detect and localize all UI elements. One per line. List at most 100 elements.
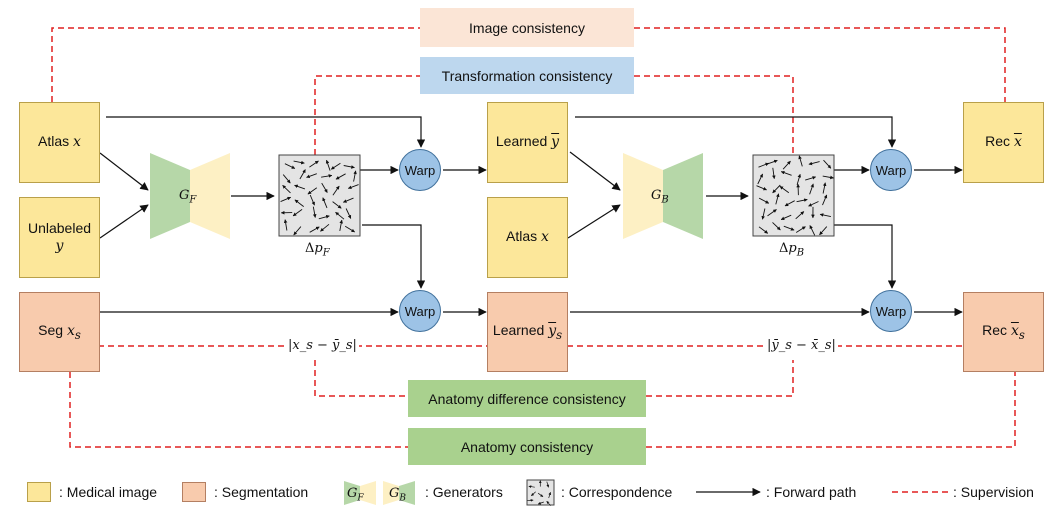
image-consistency-banner: Image consistency (420, 8, 634, 47)
legend-medical-swatch (27, 482, 51, 502)
transformation-consistency-label: Transformation consistency (441, 67, 613, 84)
learned-ys-text: Learned (492, 321, 549, 338)
vector-arrow (784, 200, 795, 207)
vector-arrow (758, 162, 770, 168)
vector-arrow (795, 226, 806, 233)
vector-arrow (299, 169, 306, 180)
vector-arrow (321, 174, 333, 178)
image-consistency-line-left (51, 27, 420, 102)
legend-seg-swatch (182, 482, 206, 502)
vector-arrow (335, 211, 345, 220)
vector-field-arrows-forward (280, 159, 359, 236)
legend-gen-f-label: GF (347, 486, 364, 504)
vector-arrow (294, 184, 306, 190)
field-backward-label: ΔpB (779, 241, 805, 259)
vector-arrow (780, 170, 792, 176)
vector-arrow (322, 197, 328, 209)
vector-arrow (325, 159, 331, 171)
vector-arrow (528, 485, 535, 489)
vector-arrow (320, 223, 330, 232)
vector-arrow (309, 160, 319, 168)
vector-arrow (775, 193, 780, 205)
anatomy-consistency-banner: Anatomy consistency (408, 428, 646, 465)
loss-left-label: |x_s − ȳ_s| (286, 338, 359, 353)
unlabeled-var: y (55, 237, 64, 254)
vector-arrow (808, 201, 819, 207)
anatomy-difference-label: Anatomy difference consistency (428, 390, 626, 407)
learned-ys-node: Learned ys (487, 292, 568, 372)
vector-arrow (782, 160, 791, 170)
seg-sub: s (74, 327, 81, 342)
vector-arrow (780, 214, 792, 221)
vector-arrow (758, 197, 770, 204)
learned-ys-sub: s (556, 327, 563, 342)
unlabeled-text: Unlabeled (27, 220, 92, 236)
vector-arrow (344, 225, 356, 233)
legend-graphics (344, 479, 950, 506)
legend-gen-f-yellow (360, 481, 376, 505)
vector-arrow (772, 222, 781, 231)
warp-label: Warp (404, 303, 436, 319)
vector-arrow (332, 201, 342, 209)
transformation-line-right (634, 75, 794, 155)
vector-arrow (343, 165, 355, 169)
rec-xs-sub: s (1018, 327, 1025, 342)
legend-generators-text: : Generators (425, 484, 503, 500)
vector-arrow (306, 173, 317, 178)
vector-arrow (772, 167, 776, 180)
vector-arrow (783, 225, 795, 231)
vector-arrow (335, 173, 346, 180)
legend-forward-text: : Forward path (766, 484, 857, 500)
image-consistency-label: Image consistency (469, 19, 585, 36)
field-forward-label: ΔpF (305, 241, 330, 259)
legend-seg-text: : Segmentation (214, 484, 309, 500)
warp-label: Warp (875, 162, 907, 178)
vector-arrow (766, 159, 778, 165)
vector-arrow (332, 185, 340, 196)
legend-segmentation: : Segmentation (182, 480, 308, 504)
vector-arrow (767, 209, 777, 217)
rec-xs-text: Rec (982, 321, 1011, 338)
rec-x-node: Rec x (963, 102, 1044, 183)
vector-arrow (353, 170, 357, 182)
learned-ys-var: y (548, 322, 557, 339)
vector-arrow (294, 199, 304, 207)
legend-gen-b-green (399, 481, 415, 505)
vector-arrow (342, 197, 354, 203)
vector-arrow (757, 173, 764, 185)
vector-arrow (795, 211, 805, 220)
vector-field-arrows-backward (756, 155, 834, 236)
atlas-mid-text: Atlas (506, 228, 542, 245)
vector-arrow (292, 209, 303, 217)
vector-arrow (527, 498, 534, 502)
atlas-left-text: Atlas (38, 133, 74, 150)
warp-bottom-backward: Warp (870, 290, 912, 332)
vector-arrow (280, 196, 292, 203)
legend-gen-b-label: GB (389, 486, 407, 504)
vector-arrow (546, 481, 550, 488)
legend-medical-text: : Medical image (59, 484, 158, 500)
vector-arrow (531, 491, 536, 497)
warp-bottom-forward: Warp (399, 290, 441, 332)
warp-label: Warp (875, 303, 907, 319)
legend-correspondence-text: : Correspondence (561, 484, 673, 500)
vector-arrow (284, 163, 296, 169)
vector-arrow (546, 500, 551, 506)
vector-arrow (307, 187, 318, 195)
rec-x-var: x (1013, 134, 1022, 151)
vector-arrow (548, 492, 552, 499)
warp-label: Warp (404, 162, 436, 178)
seg-text: Seg (38, 321, 67, 338)
supervision-lines (51, 27, 1016, 448)
atlas-left-var: x (73, 134, 81, 151)
vector-arrow (282, 184, 291, 194)
legend-supervision-text: : Supervision (953, 484, 1034, 500)
anatomy-diff-line-left (314, 360, 408, 397)
vector-arrow (321, 182, 328, 193)
vector-arrow (819, 226, 828, 236)
vector-arrow (756, 185, 767, 191)
legend-medical-image: : Medical image (27, 480, 157, 504)
warp-top-forward: Warp (399, 149, 441, 191)
vector-arrow (822, 175, 834, 180)
